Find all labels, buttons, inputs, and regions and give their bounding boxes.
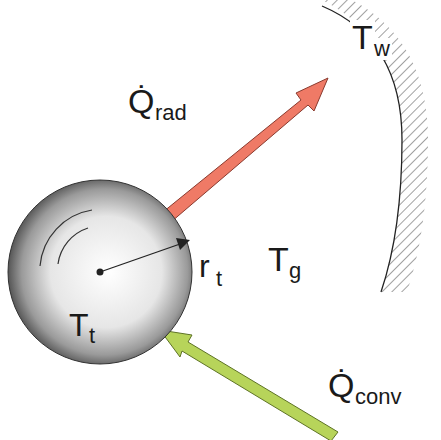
sphere-shape xyxy=(7,179,193,365)
symbol-label: T xyxy=(268,242,289,276)
symbol-label: Q̇ xyxy=(328,368,354,402)
symbol-label: Q̇ xyxy=(128,84,154,118)
subscript-label: w xyxy=(372,38,392,60)
temperature-symbol: T xyxy=(69,309,89,341)
wall xyxy=(322,0,441,292)
subscript-label: t xyxy=(216,268,222,290)
symbol-label: r xyxy=(199,250,210,282)
sphere-node: Tt xyxy=(7,179,193,365)
subscript: t xyxy=(89,325,95,347)
subscript-label: rad xyxy=(155,102,187,124)
subscript-label: conv xyxy=(355,386,401,408)
subscript-label: g xyxy=(289,260,301,282)
convection-arrow xyxy=(160,330,338,440)
radiation-arrow xyxy=(163,78,328,222)
